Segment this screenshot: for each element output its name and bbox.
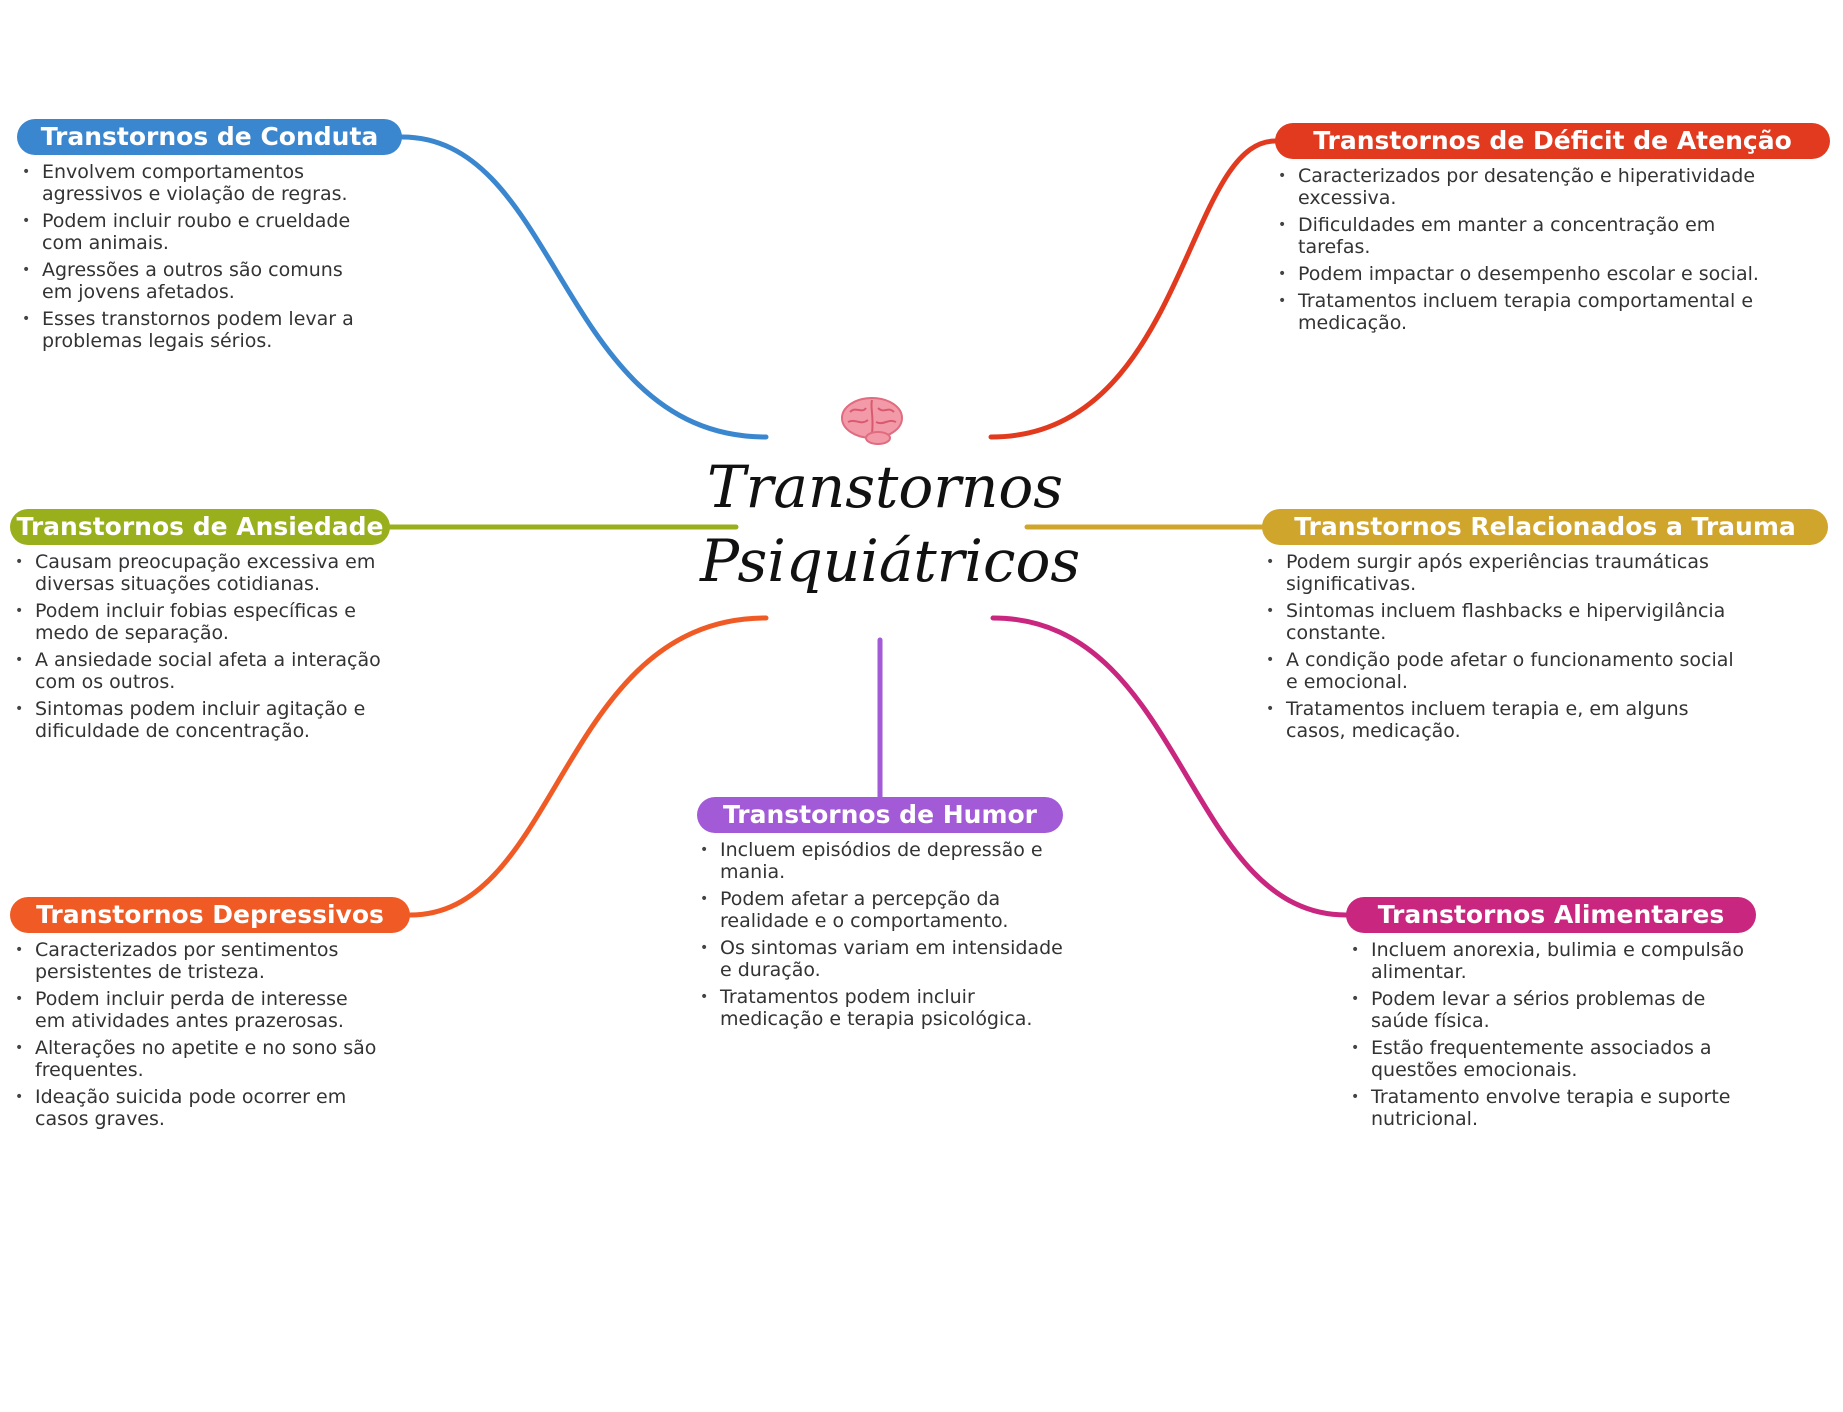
- list-item: Estão frequentemente associados a questõ…: [1349, 1037, 1749, 1081]
- branch-humor-label[interactable]: Transtornos de Humor: [697, 797, 1063, 833]
- list-item: Incluem episódios de depressão e mania.: [698, 839, 1063, 883]
- list-item: Sintomas incluem flashbacks e hipervigil…: [1264, 600, 1744, 644]
- list-item: Tratamento envolve terapia e suporte nut…: [1349, 1086, 1749, 1130]
- branch-alimentares-label[interactable]: Transtornos Alimentares: [1346, 897, 1756, 933]
- list-item: Podem impactar o desempenho escolar e so…: [1276, 263, 1761, 285]
- branch-ansiedade-bullets: Causam preocupação excessiva em diversas…: [13, 551, 408, 747]
- list-item: Incluem anorexia, bulimia e compulsão al…: [1349, 939, 1749, 983]
- list-item: Podem surgir após experiências traumátic…: [1264, 551, 1744, 595]
- list-item: Tratamentos incluem terapia e, em alguns…: [1264, 698, 1744, 742]
- list-item: Podem incluir roubo e crueldade com anim…: [20, 210, 370, 254]
- list-item: Alterações no apetite e no sono são freq…: [13, 1037, 383, 1081]
- branch-conduta-bullets: Envolvem comportamentos agressivos e vio…: [20, 161, 370, 357]
- list-item: Podem afetar a percepção da realidade e …: [698, 888, 1063, 932]
- list-item: Podem incluir fobias específicas e medo …: [13, 600, 408, 644]
- connector-conduta: [399, 134, 769, 440]
- list-item: Causam preocupação excessiva em diversas…: [13, 551, 408, 595]
- list-item: Tratamentos incluem terapia comportament…: [1276, 290, 1761, 334]
- list-item: Ideação suicida pode ocorrer em casos gr…: [13, 1086, 383, 1130]
- brain-icon: [841, 397, 903, 445]
- list-item: A ansiedade social afeta a interação com…: [13, 649, 408, 693]
- branch-deficit-label[interactable]: Transtornos de Déficit de Atenção: [1275, 123, 1830, 159]
- list-item: Os sintomas variam em intensidade e dura…: [698, 937, 1063, 981]
- list-item: Sintomas podem incluir agitação e dificu…: [13, 698, 408, 742]
- list-item: Podem levar a sérios problemas de saúde …: [1349, 988, 1749, 1032]
- central-title-line-1: Transtornos: [706, 453, 1064, 521]
- branch-deficit-bullets: Caracterizados por desatenção e hiperati…: [1276, 165, 1761, 339]
- branch-conduta-label[interactable]: Transtornos de Conduta: [17, 119, 402, 155]
- list-item: Dificuldades em manter a concentração em…: [1276, 214, 1761, 258]
- branch-trauma-bullets: Podem surgir após experiências traumátic…: [1264, 551, 1744, 747]
- branch-alimentares-bullets: Incluem anorexia, bulimia e compulsão al…: [1349, 939, 1749, 1135]
- connector-deficit: [988, 138, 1278, 440]
- list-item: Agressões a outros são comuns em jovens …: [20, 259, 370, 303]
- list-item: Caracterizados por desatenção e hiperati…: [1276, 165, 1761, 209]
- branch-depressivos-bullets: Caracterizados por sentimentos persisten…: [13, 939, 383, 1135]
- branch-humor-bullets: Incluem episódios de depressão e mania. …: [698, 839, 1063, 1035]
- central-title-line-2: Psiquiátricos: [700, 527, 1081, 595]
- list-item: Caracterizados por sentimentos persisten…: [13, 939, 383, 983]
- list-item: Podem incluir perda de interesse em ativ…: [13, 988, 383, 1032]
- central-title: Transtornos Psiquiátricos: [700, 450, 1081, 598]
- connector-alimentares: [990, 615, 1349, 918]
- list-item: Esses transtornos podem levar a problema…: [20, 308, 370, 352]
- list-item: Envolvem comportamentos agressivos e vio…: [20, 161, 370, 205]
- branch-ansiedade-label[interactable]: Transtornos de Ansiedade: [10, 509, 390, 545]
- branch-trauma-label[interactable]: Transtornos Relacionados a Trauma: [1262, 509, 1828, 545]
- list-item: A condição pode afetar o funcionamento s…: [1264, 649, 1744, 693]
- list-item: Tratamentos podem incluir medicação e te…: [698, 986, 1063, 1030]
- connector-depressivos: [407, 615, 769, 918]
- branch-depressivos-label[interactable]: Transtornos Depressivos: [10, 897, 410, 933]
